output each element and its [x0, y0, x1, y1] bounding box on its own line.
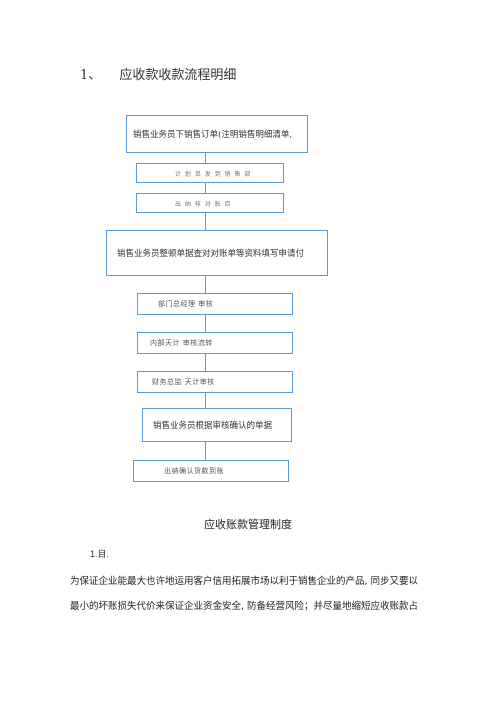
connector-1	[205, 153, 206, 163]
flow-step-9: 出纳确认货款到账	[133, 460, 289, 482]
heading-title: 应收款收款流程明细	[119, 68, 237, 83]
connector-8	[205, 442, 206, 460]
flow-step-8: 销售业务员根据审核确认的单据	[142, 408, 292, 442]
flow-step-6-label: 内部天计 审核流转	[150, 339, 213, 347]
flow-step-5-label: 部门总经理 审核	[158, 300, 214, 308]
flow-step-4: 销售业务员整顿单据查对对账单等资料填写申请付	[106, 230, 328, 276]
flow-step-6: 内部天计 审核流转	[137, 332, 293, 354]
flow-step-1: 销售业务员下销售订单(注明销售明细清单,	[126, 115, 308, 153]
section-title: 应收账款管理制度	[204, 519, 292, 531]
flow-step-2-label: 计 划 单 发 到 销 售 部	[175, 170, 252, 178]
flow-heading: 1、 应收款收款流程明细	[80, 64, 236, 83]
section-subtitle: 1.目.	[90, 549, 110, 559]
flow-step-1-label: 销售业务员下销售订单(注明销售明细清单,	[133, 130, 293, 140]
flow-step-7-label: 财务总监 天计审核	[152, 378, 215, 386]
paragraph-line-1: 为保证企业能最大也许地运用客户信用拓展市场以利于销售企业的产品, 同步又要以	[70, 576, 419, 587]
flow-step-7: 财务总监 天计审核	[137, 371, 293, 393]
flow-step-5: 部门总经理 审核	[137, 293, 293, 315]
paragraph-line-2: 最小的坏账损失代价来保证企业资金安全, 防备经营风险；并尽量地缩短应收账款占	[70, 601, 419, 612]
flow-step-3: 出 纳 核 对 账 目	[136, 193, 284, 213]
flow-step-9-label: 出纳确认货款到账	[164, 467, 224, 475]
flow-step-3-label: 出 纳 核 对 账 目	[175, 200, 232, 208]
flow-step-4-label: 销售业务员整顿单据查对对账单等资料填写申请付	[117, 249, 305, 259]
connector-2	[205, 183, 206, 193]
flow-step-8-label: 销售业务员根据审核确认的单据	[153, 421, 273, 431]
connector-5	[205, 315, 206, 332]
heading-number: 1、	[80, 68, 102, 83]
connector-7	[205, 393, 206, 408]
connector-3	[205, 213, 206, 230]
flow-step-2: 计 划 单 发 到 销 售 部	[136, 163, 284, 183]
connector-6	[205, 354, 206, 371]
connector-4	[205, 276, 206, 293]
